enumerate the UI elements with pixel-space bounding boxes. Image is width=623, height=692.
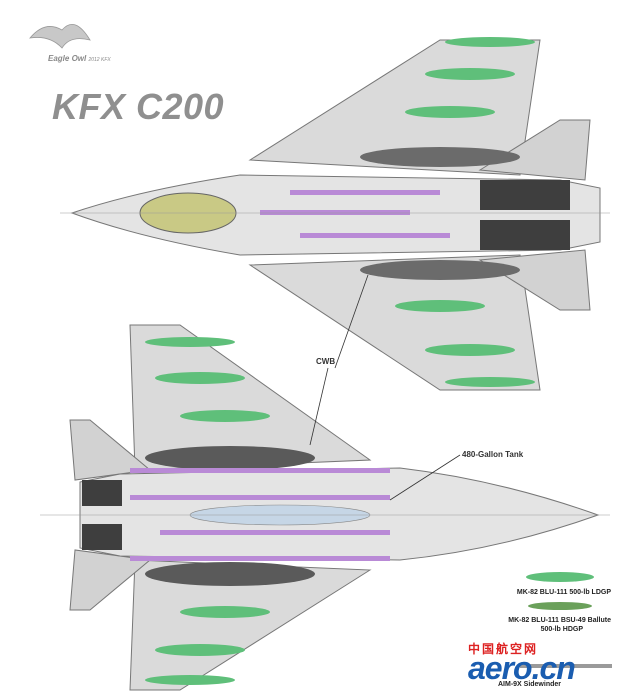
tank-label: 480-Gallon Tank	[462, 450, 524, 459]
brand-logo-text: Eagle Owl 2012 KFX	[48, 54, 111, 63]
page-title: KFX C200	[52, 86, 225, 127]
aircraft-bottom-view	[40, 324, 610, 691]
cwb-leader-line	[334, 274, 369, 369]
bomb	[395, 300, 485, 312]
missile	[130, 495, 390, 500]
tank-leader-line	[389, 454, 461, 501]
fuel-tank	[145, 562, 315, 586]
missile	[130, 556, 390, 561]
cwb-leader-line	[309, 367, 329, 446]
engine	[82, 524, 122, 550]
bomb	[155, 644, 245, 656]
legend-bomb-ldgp	[526, 572, 594, 582]
watermark: 中国航空网 aero.cn	[468, 640, 618, 688]
fuel-tank	[360, 147, 520, 167]
bomb	[180, 410, 270, 422]
engine	[82, 480, 122, 506]
bomb	[145, 337, 235, 347]
aircraft-top-view	[60, 37, 610, 391]
legend-hdgp-sub-label: 500-lb HDGP	[540, 626, 583, 633]
engine	[480, 180, 570, 210]
legend-aim9x-label: AIM-9X Sidewinder	[497, 681, 561, 688]
watermark-en: aero.cn	[468, 650, 576, 686]
bomb	[425, 344, 515, 356]
bomb	[445, 377, 535, 387]
bomb	[145, 675, 235, 685]
legend-bomb-hdgp	[528, 602, 592, 610]
bomb	[425, 68, 515, 80]
missile	[160, 530, 390, 535]
bomb	[155, 372, 245, 384]
fuel-tank	[145, 446, 315, 470]
bomb	[405, 106, 495, 118]
bomb	[180, 606, 270, 618]
brand-year: 2012 KFX	[88, 57, 111, 63]
engine	[480, 220, 570, 250]
fuel-tank	[360, 260, 520, 280]
watermark-cn: 中国航空网	[468, 642, 539, 656]
missile	[290, 190, 440, 195]
legend-ldgp-label: MK-82 BLU-111 500-lb LDGP	[516, 589, 611, 596]
missile	[260, 210, 410, 215]
legend-missile-aim9x	[520, 664, 612, 668]
legend-hdgp-label: MK-82 BLU-111 BSU-49 Ballute	[508, 617, 611, 624]
brand-name: Eagle Owl	[48, 54, 87, 63]
cwb-label: CWB	[316, 357, 336, 366]
owl-logo	[29, 23, 91, 49]
missile	[300, 233, 450, 238]
missile	[130, 468, 390, 473]
bomb	[445, 37, 535, 47]
